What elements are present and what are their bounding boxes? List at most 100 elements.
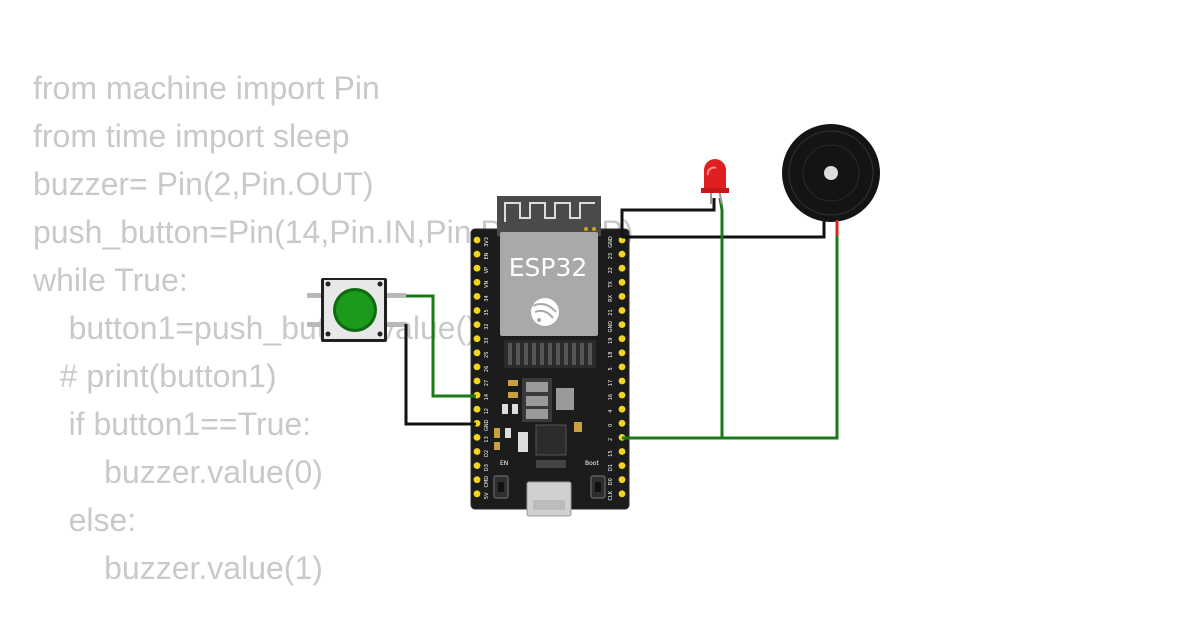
pin-label: D0 bbox=[608, 478, 614, 485]
header-pin bbox=[618, 363, 626, 371]
header-pin bbox=[473, 278, 481, 286]
pin-label: CLK bbox=[608, 490, 614, 500]
code-line: buzzer= Pin(2,Pin.OUT) bbox=[33, 166, 374, 202]
header-pin bbox=[473, 307, 481, 314]
pin-label: 26 bbox=[484, 366, 490, 372]
header-pin bbox=[473, 405, 481, 413]
pin-label: 23 bbox=[608, 253, 614, 259]
pin-label: 18 bbox=[608, 352, 614, 358]
pin-label: 5 bbox=[608, 367, 614, 370]
pin-label: 27 bbox=[484, 380, 490, 386]
header-pin bbox=[473, 363, 481, 371]
pin-label: 12 bbox=[484, 408, 490, 414]
header-pin bbox=[618, 448, 626, 455]
header-pin bbox=[473, 434, 481, 441]
micro-usb-port bbox=[526, 481, 572, 517]
header-pin bbox=[618, 321, 626, 328]
pin-label: EN bbox=[484, 252, 490, 259]
header-pin bbox=[618, 293, 626, 300]
header-pin bbox=[473, 462, 481, 469]
wire-button-to-gnd bbox=[404, 324, 476, 426]
pin-label: D1 bbox=[608, 464, 614, 471]
header-pin bbox=[473, 448, 481, 455]
pin-label: 25 bbox=[484, 352, 490, 358]
code-line: # print(button1) bbox=[33, 358, 277, 394]
header-pin bbox=[618, 335, 626, 343]
header-pin bbox=[618, 278, 626, 286]
pin-label: 0 bbox=[608, 424, 614, 427]
header-pin bbox=[618, 462, 626, 469]
pin-label: 17 bbox=[608, 380, 614, 386]
pin-label: 13 bbox=[484, 436, 490, 442]
wire-led-to-gnd bbox=[620, 198, 716, 238]
pin-label: 33 bbox=[484, 338, 490, 344]
pin-label: GND bbox=[608, 321, 614, 333]
buzzer-icon[interactable] bbox=[782, 124, 880, 236]
pin-label: RX bbox=[608, 294, 614, 301]
pin-label: 35 bbox=[484, 309, 490, 315]
header-pin bbox=[473, 377, 481, 385]
header-pin bbox=[473, 335, 481, 343]
pin-label: 15 bbox=[608, 450, 614, 456]
header-pin bbox=[618, 405, 626, 413]
code-line: else: bbox=[33, 502, 137, 538]
pin-label: 34 bbox=[484, 295, 490, 301]
pin-label: 22 bbox=[608, 267, 614, 273]
pin-label: 2 bbox=[608, 438, 614, 441]
header-pin bbox=[618, 307, 626, 314]
code-line: buzzer.value(0) bbox=[33, 454, 323, 490]
pin-label: 32 bbox=[484, 323, 490, 329]
header-pin bbox=[473, 321, 481, 328]
header-pin bbox=[473, 250, 481, 258]
wire-buzzer-to-gpio2 bbox=[722, 218, 839, 440]
espressif-logo-icon bbox=[531, 298, 559, 326]
push-button-icon[interactable] bbox=[307, 278, 406, 342]
board-label: ESP32 bbox=[509, 253, 588, 282]
header-pin bbox=[618, 349, 626, 357]
pin-label: D3 bbox=[484, 464, 490, 471]
pin-label: CMD bbox=[484, 476, 490, 488]
pin-label: TX bbox=[608, 280, 614, 288]
right-pin-header bbox=[618, 236, 626, 498]
wire-led-to-gpio2 bbox=[622, 197, 724, 440]
pin-label: 19 bbox=[608, 338, 614, 344]
code-line: while True: bbox=[33, 262, 188, 298]
code-line: from time import sleep bbox=[33, 118, 350, 154]
header-pin bbox=[618, 391, 626, 399]
pin-label: 5V bbox=[484, 492, 490, 499]
header-pin bbox=[473, 476, 481, 484]
pin-label: GND bbox=[608, 236, 614, 248]
pin-label: 14 bbox=[484, 394, 490, 400]
wire-buzzer-to-gnd bbox=[622, 220, 826, 239]
code-line: from machine import Pin bbox=[33, 70, 380, 106]
led-icon[interactable] bbox=[701, 159, 729, 205]
header-pin bbox=[618, 419, 626, 427]
pin-label: GND bbox=[484, 419, 490, 431]
pin-label: 21 bbox=[608, 309, 614, 315]
pin-label: VN bbox=[484, 280, 490, 287]
header-pin bbox=[473, 490, 481, 498]
pin-label: 16 bbox=[608, 394, 614, 400]
header-pin bbox=[618, 250, 626, 258]
pin-label: 3V3 bbox=[484, 237, 490, 247]
esp32-board[interactable]: ESP32 bbox=[470, 196, 630, 517]
header-pin bbox=[618, 377, 626, 385]
pin-label: 4 bbox=[608, 410, 614, 413]
header-pin bbox=[618, 490, 626, 498]
code-line: if button1==True: bbox=[33, 406, 312, 442]
header-pin bbox=[473, 264, 481, 272]
header-pin bbox=[618, 264, 626, 272]
code-line: buzzer.value(1) bbox=[33, 550, 323, 586]
boot-label: Boot bbox=[585, 460, 599, 467]
wire-button-to-gpio14 bbox=[406, 294, 476, 398]
pin-label: VP bbox=[484, 267, 490, 273]
pin-label: D2 bbox=[484, 450, 490, 457]
header-pin bbox=[618, 476, 626, 484]
header-pin bbox=[473, 236, 481, 244]
code-line: button1=push_button.value() bbox=[33, 310, 477, 346]
en-label: EN bbox=[500, 460, 508, 467]
